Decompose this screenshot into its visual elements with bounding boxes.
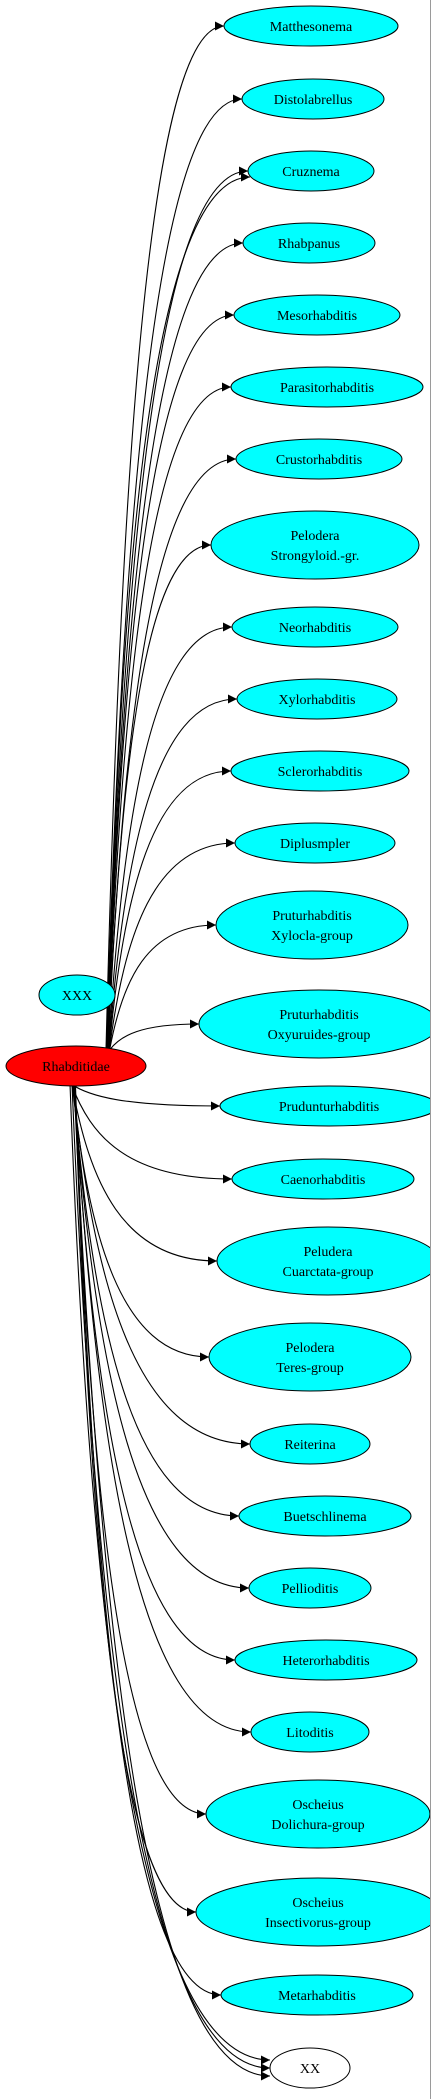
- taxon-node: [247, 150, 375, 192]
- taxon-node: [231, 1158, 415, 1200]
- taxon-node: [205, 1779, 431, 1849]
- taxon-label: Matthesonema: [270, 20, 353, 35]
- edge-root-to-child-extra: [107, 172, 251, 1051]
- edge-root-to-child: [73, 1083, 236, 1665]
- taxon-label: Xylorhabditis: [279, 693, 356, 708]
- taxon-label: Insectivorus-group: [265, 1916, 371, 1931]
- taxon-label: Crustorhabditis: [276, 453, 362, 468]
- edge-root-to-child: [107, 540, 212, 1051]
- edge-root-to-child: [108, 838, 236, 1051]
- taxon-label: Oscheius: [292, 1896, 343, 1911]
- taxon-node: [231, 606, 399, 648]
- root-node: [5, 1045, 147, 1087]
- edge-root-to-child: [73, 1083, 252, 1737]
- taxon-label: Prudunturhabditis: [279, 1100, 379, 1115]
- edges-layer: [69, 21, 271, 2081]
- taxon-label: Cruznema: [282, 165, 340, 180]
- taxon-node: [210, 510, 420, 580]
- taxon-node: [233, 294, 401, 336]
- edge-root-to-child: [106, 310, 235, 1051]
- taxon-node: [249, 1423, 371, 1465]
- taxon-node: [238, 1495, 412, 1537]
- taxon-label: Pellioditis: [282, 1582, 339, 1597]
- taxon-label: Distolabrellus: [274, 93, 353, 108]
- taxon-label: Litoditis: [286, 1726, 333, 1741]
- taxon-node: [230, 366, 424, 408]
- taxon-node: [241, 78, 385, 120]
- edge-root-to-child: [74, 1083, 207, 1819]
- taxon-label: Xylocla-group: [271, 929, 353, 944]
- taxon-label: Dolichura-group: [271, 1818, 364, 1833]
- taxon-node: [219, 1085, 431, 1127]
- taxon-label: Rhabpanus: [278, 237, 340, 252]
- sink-label: XX: [300, 2062, 320, 2077]
- edge-root-to-sink: [69, 1083, 271, 2065]
- edge-root-to-child: [105, 94, 243, 1051]
- taxon-node: [215, 890, 409, 960]
- taxon-node: [223, 5, 399, 47]
- taxon-node: [236, 678, 398, 720]
- taxon-label: Reiterina: [284, 1438, 336, 1453]
- isolated-node: [38, 974, 116, 1016]
- taxon-label: Caenorhabditis: [281, 1173, 366, 1188]
- edge-root-to-sink: [73, 1083, 271, 2081]
- taxon-label: Pruturhabditis: [279, 1008, 358, 1023]
- edge-root-to-child: [106, 238, 244, 1051]
- root-label: Rhabditidae: [42, 1060, 110, 1075]
- edge-root-to-child: [72, 1083, 251, 1449]
- taxon-label: Strongyloid.-gr.: [271, 549, 360, 564]
- taxon-label: Sclerorhabditis: [278, 765, 363, 780]
- edge-root-to-child: [71, 1083, 218, 1266]
- taxon-node: [234, 822, 396, 864]
- taxon-label: Buetschlinema: [283, 1510, 367, 1525]
- taxon-label: Heterorhabditis: [282, 1654, 369, 1669]
- taxon-label: Metarhabditis: [278, 1989, 356, 2004]
- taxon-node: [230, 750, 410, 792]
- edge-root-to-child: [70, 1083, 233, 1184]
- edge-root-to-child: [109, 920, 217, 1051]
- edge-root-to-child: [108, 766, 232, 1051]
- edge-root-to-child: [106, 382, 232, 1051]
- edge-root-to-child: [108, 694, 238, 1051]
- taxon-label: Peludera: [304, 1245, 354, 1260]
- taxon-label: Teres-group: [276, 1361, 343, 1376]
- taxon-label: Oxyuruides-group: [268, 1028, 371, 1043]
- taxon-label: Cuarctata-group: [283, 1265, 374, 1280]
- nodes-layer: MatthesonemaDistolabrellusCruznemaRhabpa…: [5, 5, 431, 2089]
- taxon-label: Neorhabditis: [279, 621, 351, 636]
- taxon-label: Parasitorhabditis: [280, 381, 374, 396]
- taxon-label: Pelodera: [286, 1341, 336, 1356]
- edge-root-to-child: [109, 1019, 200, 1051]
- edge-root-to-child: [70, 1083, 221, 1111]
- edge-root-to-sink: [71, 1083, 271, 2073]
- taxon-node: [234, 1639, 418, 1681]
- taxon-node: [235, 438, 403, 480]
- edge-root-to-child: [74, 1083, 222, 2000]
- taxon-label: Oscheius: [292, 1798, 343, 1813]
- taxon-node: [198, 989, 431, 1059]
- sink-node: [269, 2047, 351, 2089]
- taxon-node: [208, 1322, 412, 1392]
- taxon-label: Diplusmpler: [280, 837, 350, 852]
- taxon-node: [220, 1974, 414, 2016]
- edge-root-to-child: [107, 622, 233, 1051]
- isolated-label: XXX: [62, 989, 92, 1004]
- taxon-node: [250, 1711, 370, 1753]
- taxon-node: [248, 1567, 372, 1609]
- taxon-label: Pelodera: [291, 529, 341, 544]
- edge-root-to-child: [72, 1083, 250, 1593]
- edge-root-to-child: [105, 21, 225, 1051]
- edge-root-to-child: [72, 1083, 240, 1521]
- taxon-node: [195, 1877, 431, 1947]
- taxon-label: Pruturhabditis: [272, 909, 351, 924]
- taxon-label: Mesorhabditis: [277, 309, 357, 324]
- taxon-node: [216, 1226, 431, 1296]
- taxon-node: [242, 222, 376, 264]
- edge-root-to-child: [106, 166, 249, 1051]
